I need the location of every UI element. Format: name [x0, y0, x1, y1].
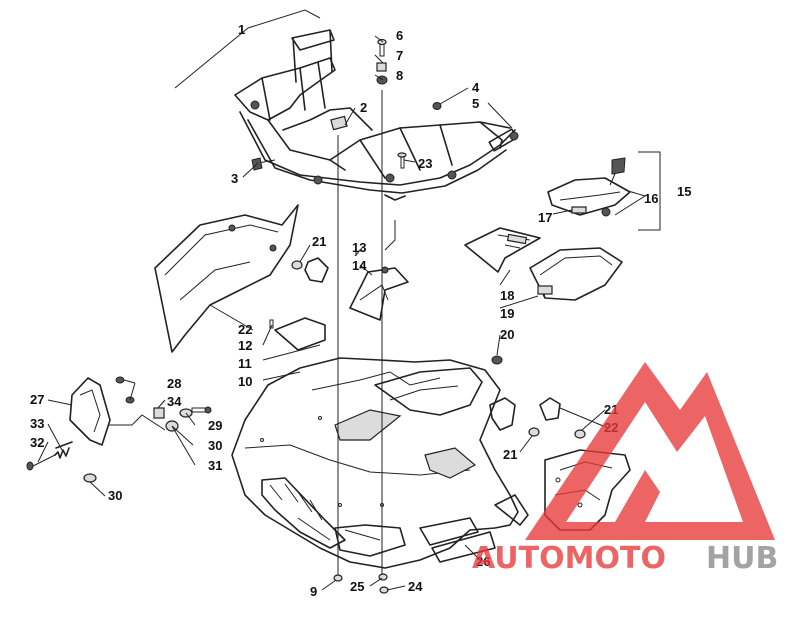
bolt-stack-6-7-8: [376, 38, 388, 85]
left-side-panel: [154, 204, 299, 353]
callout-18: 18: [500, 288, 514, 303]
bracket-15: [638, 151, 661, 231]
front-fender: [231, 357, 529, 569]
callout-11: 11: [238, 356, 252, 371]
front-rack: [234, 29, 519, 201]
leader-lines: [37, 9, 646, 591]
callout-21-lower: 21: [503, 447, 517, 462]
callout-27: 27: [30, 392, 44, 407]
callout-30-left: 30: [108, 488, 122, 503]
watermark-logo: AUTOMOTO HUB: [472, 362, 778, 576]
callout-26: 26: [476, 554, 490, 569]
callout-24: 24: [408, 579, 423, 594]
watermark-text-hub: HUB: [706, 541, 778, 576]
callout-7: 7: [396, 48, 403, 63]
callouts: 1 2 3 4 5 6 7 8 9 10 11 12 13 14 15 16 1…: [30, 22, 691, 599]
decal-26: [419, 517, 496, 563]
callout-17: 17: [538, 210, 552, 225]
watermark-triangle-icon: [525, 362, 775, 540]
callout-28: 28: [167, 376, 181, 391]
bolt-3: [251, 157, 276, 171]
callout-22-left: 22: [238, 322, 252, 337]
callout-3: 3: [231, 171, 238, 186]
callout-4: 4: [472, 80, 480, 95]
screw-23: [397, 152, 407, 169]
callout-9: 9: [310, 584, 317, 599]
callout-19: 19: [500, 306, 514, 321]
callout-8: 8: [396, 68, 403, 83]
callout-33: 33: [30, 416, 44, 431]
decal-11-12: [269, 317, 326, 351]
nut-4: [432, 102, 442, 110]
callout-10: 10: [238, 374, 252, 389]
storage-tray-cover: [464, 227, 541, 273]
callout-29: 29: [208, 418, 222, 433]
callout-34: 34: [167, 394, 182, 409]
watermark-text-automoto: AUTOMOTO: [472, 541, 666, 576]
callout-13: 13: [352, 240, 366, 255]
callout-2: 2: [360, 100, 367, 115]
callout-6: 6: [396, 28, 403, 43]
push-rivet-21-right: [528, 397, 586, 439]
callout-25: 25: [350, 579, 364, 594]
push-rivet-21-left: [291, 257, 329, 283]
storage-bin: [529, 247, 623, 301]
callout-15: 15: [677, 184, 691, 199]
callout-23: 23: [418, 156, 432, 171]
callout-14: 14: [352, 258, 367, 273]
callout-16: 16: [644, 191, 658, 206]
callout-32: 32: [30, 435, 44, 450]
callout-20: 20: [500, 327, 514, 342]
callout-1: 1: [238, 22, 245, 37]
mount-bracket: [489, 355, 516, 431]
callout-21-left: 21: [312, 234, 326, 249]
callout-12: 12: [238, 338, 252, 353]
headlight-assembly: [26, 376, 212, 483]
callout-5: 5: [472, 96, 479, 111]
callout-31: 31: [208, 458, 222, 473]
callout-30-right: 30: [208, 438, 222, 453]
storage-lid: [547, 157, 631, 217]
